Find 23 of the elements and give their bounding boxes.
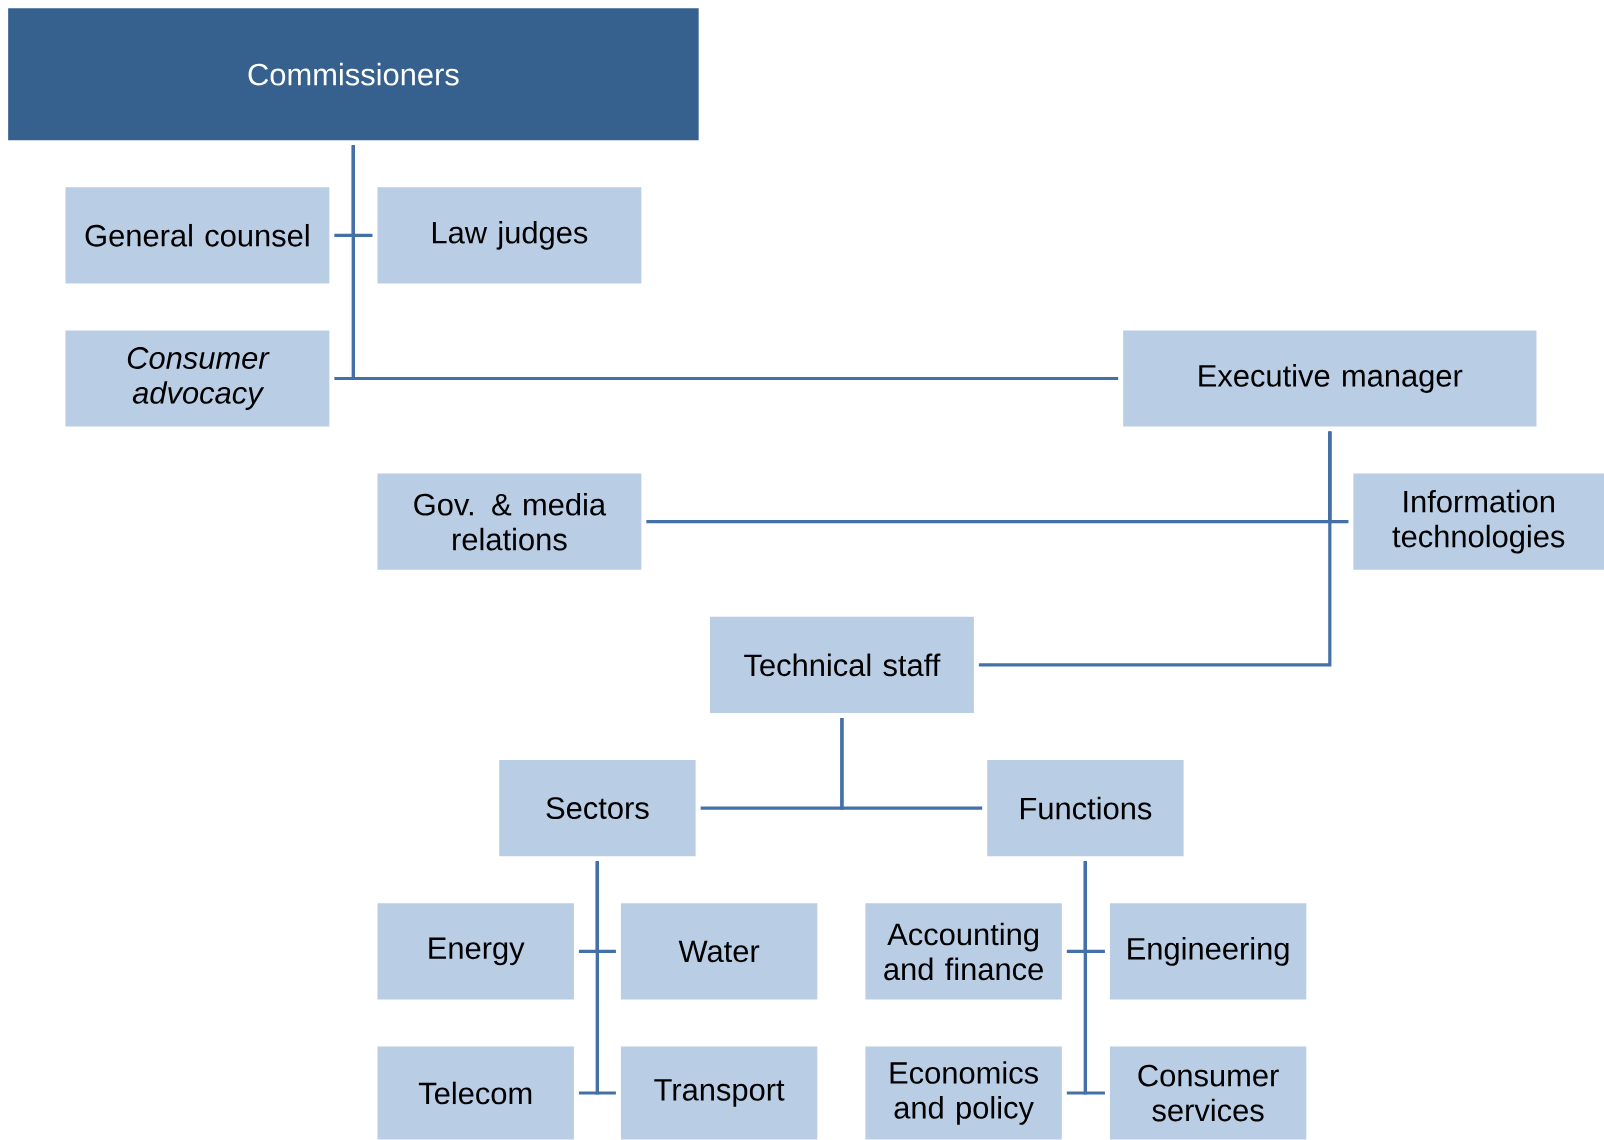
org-box: Functions <box>987 760 1184 857</box>
connector-line <box>351 145 1119 381</box>
org-box: Accounting and finance <box>865 903 1062 1000</box>
org-box: Law judges <box>377 187 642 284</box>
connector-line <box>1083 861 1105 1095</box>
org-box: Transport <box>620 1046 818 1140</box>
org-box: Economics and policy <box>865 1046 1062 1140</box>
org-box: Water <box>620 903 818 1000</box>
org-box: Information technologies <box>1353 473 1604 570</box>
org-box: Engineering <box>1109 903 1307 1000</box>
org-box: Telecom <box>377 1046 574 1140</box>
org-box: Executive manager <box>1123 330 1537 427</box>
org-box: General counsel <box>65 187 330 284</box>
org-box: Consumer advocacy <box>65 330 330 427</box>
org-box: Consumer services <box>1109 1046 1307 1140</box>
title-box: Commissioners <box>8 8 699 141</box>
org-box: Energy <box>377 903 574 1000</box>
connector-line <box>978 431 1332 667</box>
connector-line <box>840 718 983 810</box>
org-box: Gov. & media relations <box>377 473 642 570</box>
org-box: Sectors <box>499 760 696 857</box>
org-box: Technical staff <box>709 616 974 713</box>
connector-line <box>595 861 616 1095</box>
